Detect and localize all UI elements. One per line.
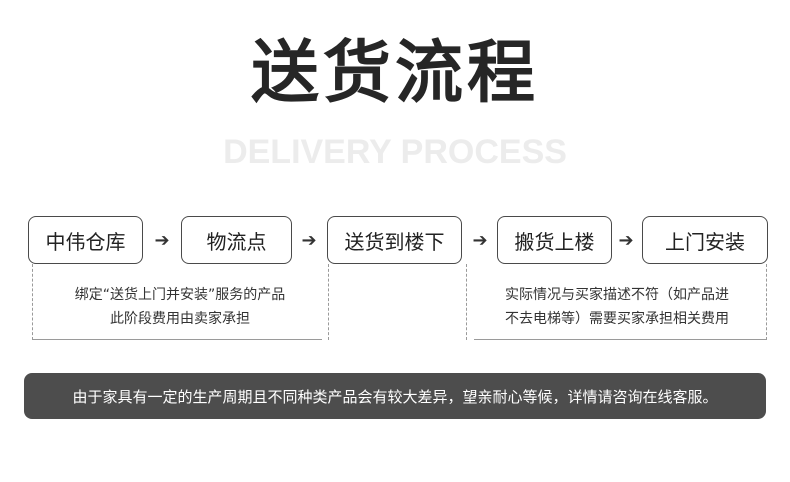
footer-notice-text: 由于家具有一定的生产周期且不同种类产品会有较大差异，望亲耐心等候，详情请咨询在线… [72, 387, 718, 406]
bracket-right-start [466, 264, 467, 340]
page-title: 送货流程 [250, 34, 539, 113]
note-buyer-cost: 实际情况与买家描述不符（如产品进 不去电梯等）需要买家承担相关费用 [472, 283, 762, 331]
arrow-right-icon: ➔ [154, 229, 170, 251]
step-label: 上门安装 [665, 229, 745, 254]
bracket-left-end [328, 264, 329, 340]
step-warehouse: 中伟仓库 [28, 216, 143, 264]
note-line: 不去电梯等）需要买家承担相关费用 [505, 311, 729, 327]
step-label: 搬货上楼 [514, 229, 595, 254]
footer-notice-bar: 由于家具有一定的生产周期且不同种类产品会有较大差异，望亲耐心等候，详情请咨询在线… [24, 373, 766, 419]
page-subtitle: DELIVERY PROCESS [223, 133, 567, 171]
bracket-right-baseline [474, 339, 766, 340]
step-label: 物流点 [206, 229, 267, 254]
bracket-left-start [32, 264, 33, 340]
arrow-right-icon: ➔ [618, 229, 634, 251]
bracket-left-baseline [32, 339, 322, 340]
arrow-right-icon: ➔ [301, 229, 317, 251]
step-label: 送货到楼下 [344, 229, 445, 254]
step-label: 中伟仓库 [45, 229, 126, 254]
arrow-right-icon: ➔ [472, 229, 488, 251]
note-line: 绑定“送货上门并安装”服务的产品 [74, 287, 286, 303]
bracket-right-end [766, 264, 767, 340]
step-logistics-point: 物流点 [181, 216, 292, 264]
step-carry-upstairs: 搬货上楼 [497, 216, 612, 264]
step-installation: 上门安装 [642, 216, 768, 264]
note-line: 实际情况与买家描述不符（如产品进 [505, 287, 729, 303]
note-line: 此阶段费用由卖家承担 [110, 311, 250, 327]
step-deliver-downstairs: 送货到楼下 [327, 216, 462, 264]
note-seller-cost: 绑定“送货上门并安装”服务的产品 此阶段费用由卖家承担 [40, 283, 320, 331]
